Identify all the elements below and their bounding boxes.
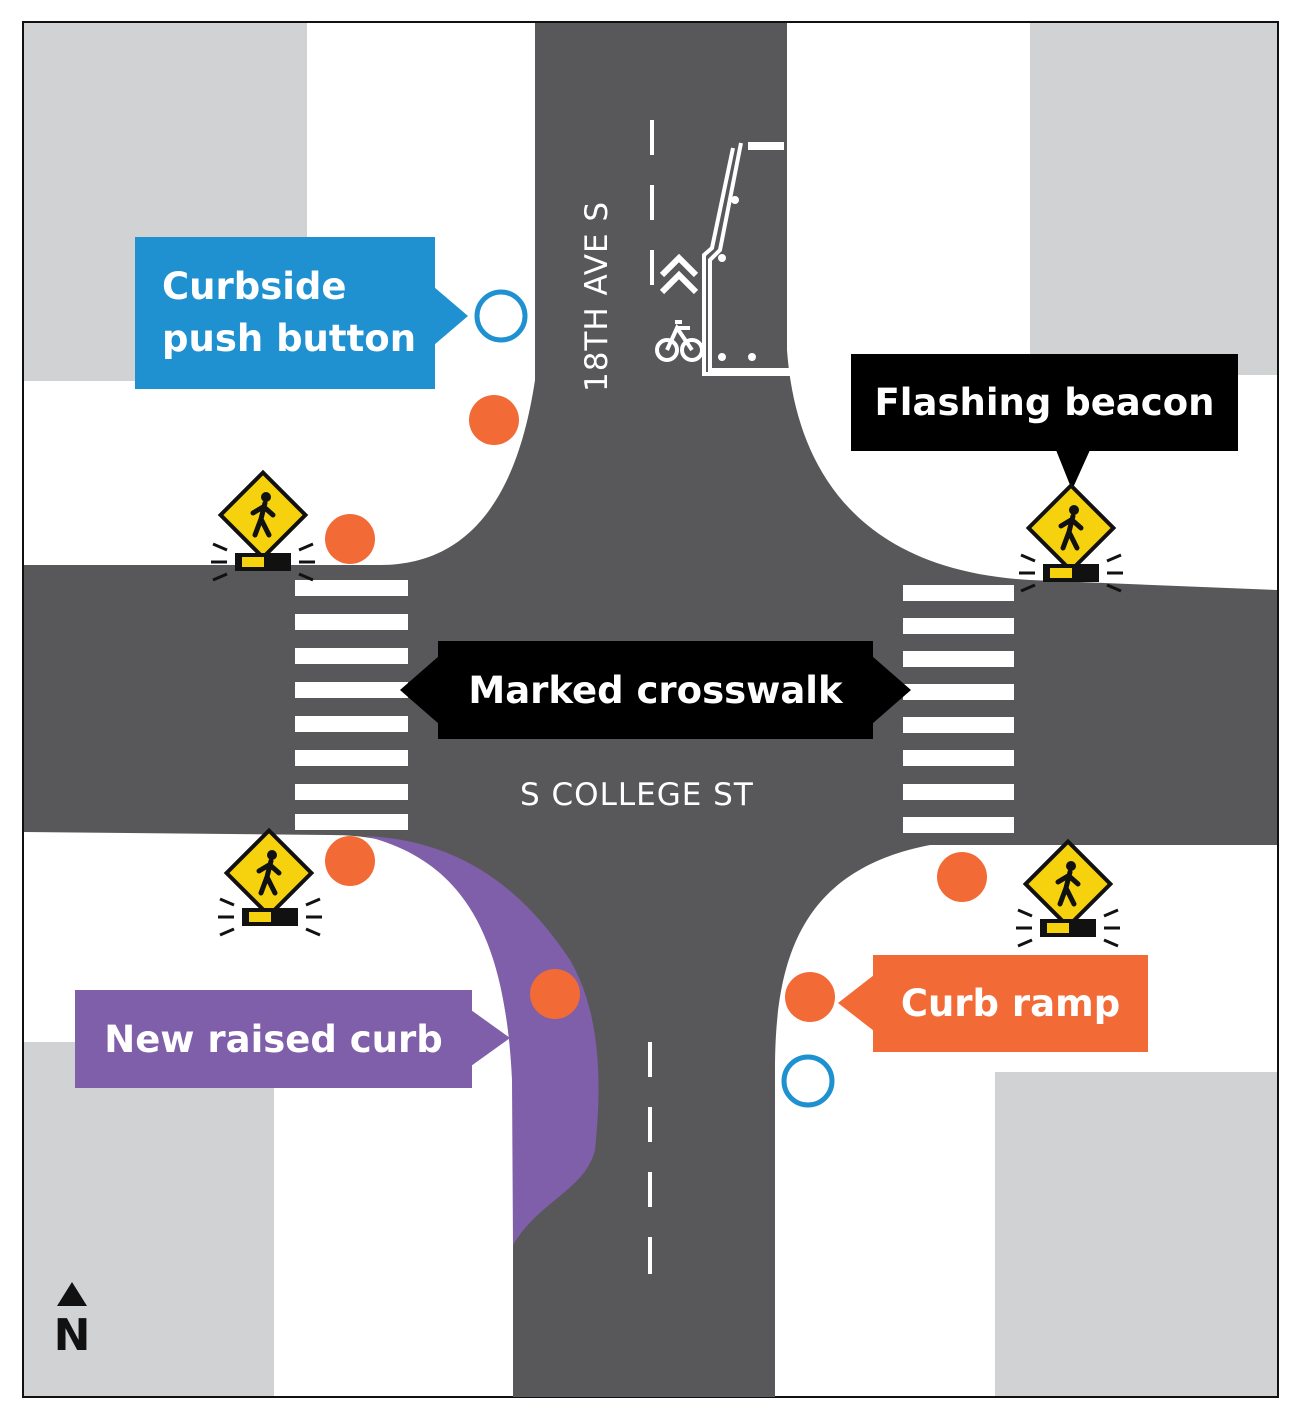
north-arrow-icon: N — [50, 1282, 94, 1361]
block-se — [995, 1072, 1277, 1396]
callout-curb-ramp: Curb ramp — [873, 955, 1148, 1052]
callout-flashing-beacon: Flashing beacon — [851, 354, 1238, 451]
callout-raised-text: New raised curb — [104, 1017, 443, 1061]
north-arrow-letter: N — [53, 1310, 91, 1361]
pointer-curb-ramp — [838, 975, 874, 1031]
curb-ramp-sw-west — [325, 836, 375, 886]
block-sw — [24, 1042, 274, 1396]
callout-ramp-text: Curb ramp — [900, 982, 1121, 1025]
curb-ramp-sw-south — [530, 969, 580, 1019]
crosswalk-west — [295, 580, 408, 830]
push-button-nw — [474, 289, 528, 343]
callout-pushbutton-line1: Curbside — [162, 265, 347, 308]
curb-ramps — [325, 395, 987, 1022]
curb-ramp-se-east — [937, 852, 987, 902]
pointer-pushbutton — [434, 287, 468, 345]
pointer-crosswalk-right — [872, 656, 911, 724]
crosswalk-east — [903, 585, 1014, 833]
callout-new-raised-curb: New raised curb — [75, 990, 472, 1088]
callout-curbside-push-button: Curbside push button — [135, 237, 435, 389]
bicycle-icon — [655, 320, 704, 362]
callout-pushbutton-line2: push button — [162, 317, 417, 360]
new-raised-curb-area — [365, 836, 599, 1245]
push-button-se — [781, 1054, 835, 1108]
curb-ramp-nw-north — [469, 395, 519, 445]
callout-crosswalk-text: Marked crosswalk — [468, 668, 843, 712]
pointer-raised-curb — [471, 1010, 510, 1066]
callout-marked-crosswalk: Marked crosswalk — [438, 641, 873, 739]
north-arrow-triangle — [57, 1282, 87, 1306]
pointer-beacon — [1056, 450, 1090, 490]
chevron-icon — [659, 253, 699, 295]
street-label-18th-ave-s: 18TH AVE S — [579, 200, 615, 392]
bike-lane — [702, 142, 790, 376]
curb-ramp-se-south — [785, 972, 835, 1022]
pointer-crosswalk-left — [400, 656, 439, 724]
curb-ramp-nw-west — [325, 514, 375, 564]
street-label-s-college-st: S COLLEGE ST — [520, 777, 754, 813]
block-ne — [1030, 23, 1277, 375]
callout-beacon-text: Flashing beacon — [874, 381, 1215, 424]
